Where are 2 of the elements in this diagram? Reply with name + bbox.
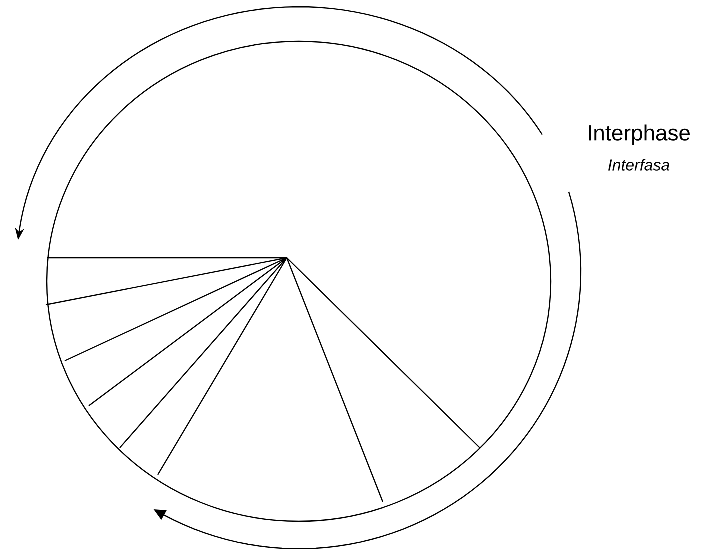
- translation-label: Interfasa: [608, 159, 670, 171]
- phase-label: Interphase: [589, 124, 690, 146]
